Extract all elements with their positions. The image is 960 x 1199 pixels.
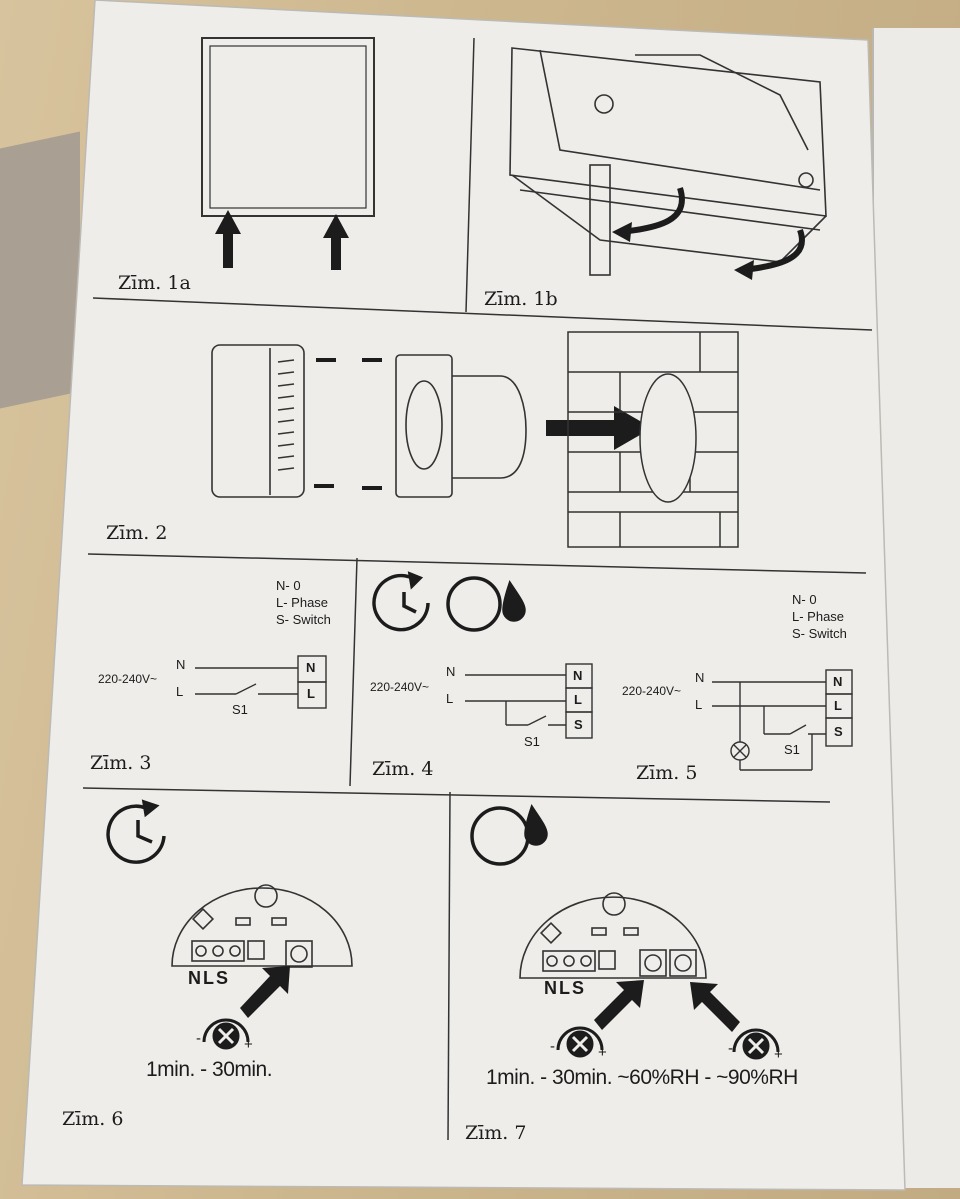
fig6-knob bbox=[202, 1018, 250, 1050]
fig1a-arrow-left bbox=[215, 210, 241, 268]
humidity-icon bbox=[446, 576, 526, 632]
fig7-arrow-right bbox=[690, 982, 740, 1032]
fig7-label: Zīm. 7 bbox=[465, 1122, 527, 1144]
fig4-switch: S1 bbox=[524, 734, 540, 749]
fig5-legend-n: N- 0 bbox=[792, 592, 817, 607]
divider-row-3 bbox=[82, 787, 831, 803]
fig7-plus-right: + bbox=[774, 1046, 783, 1063]
fig2-screws bbox=[314, 358, 382, 490]
fig1a-arrow-right bbox=[323, 214, 349, 270]
fig6-minus: - bbox=[196, 1030, 201, 1047]
fig5-legend-l: L- Phase bbox=[792, 609, 845, 624]
fig4-wire-l: L bbox=[446, 691, 454, 706]
fig5-voltage: 220-240V~ bbox=[622, 684, 682, 698]
fig2-grille bbox=[277, 359, 295, 471]
paper-sheet bbox=[21, 0, 906, 1191]
fig3-wiring bbox=[195, 655, 327, 709]
fig5-wire-n: N bbox=[695, 670, 705, 685]
fig2-cover bbox=[211, 344, 305, 498]
fig4-voltage: 220-240V~ bbox=[370, 680, 430, 694]
divider-col-3 bbox=[447, 791, 451, 1141]
divider-col-2 bbox=[349, 557, 358, 787]
fig3-label: Zīm. 3 bbox=[90, 752, 152, 774]
divider-col-1 bbox=[465, 37, 475, 313]
fig3-wire-l: L bbox=[176, 684, 184, 699]
fig1b-label: Zīm. 1b bbox=[484, 288, 558, 310]
humidity-icon-fig7 bbox=[470, 804, 548, 866]
fig4-label: Zīm. 4 bbox=[372, 758, 434, 780]
fig5-switch: S1 bbox=[784, 742, 800, 757]
fig6-label: Zīm. 6 bbox=[62, 1108, 124, 1130]
fig3-legend-l: L- Phase bbox=[276, 595, 329, 610]
fig3-switch: S1 bbox=[232, 702, 248, 717]
fig7-board bbox=[519, 892, 707, 979]
fig2-arrow bbox=[546, 406, 652, 450]
fig5-legend-s: S- Switch bbox=[792, 626, 847, 641]
fig7-plus-left: + bbox=[598, 1044, 607, 1061]
divider-row-2 bbox=[87, 553, 867, 574]
fig3-legend-n: N- 0 bbox=[276, 578, 301, 593]
clock-icon-fig6 bbox=[106, 799, 166, 864]
fig7-range: 1min. - 30min. ~60%RH - ~90%RH bbox=[486, 1066, 798, 1089]
fig3-voltage: 220-240V~ bbox=[98, 672, 158, 686]
fig6-terminals: NLS bbox=[188, 968, 230, 988]
fig7-arrow-left bbox=[594, 980, 644, 1030]
fig7-minus-right: - bbox=[728, 1040, 733, 1057]
fig2-fan-body bbox=[395, 354, 527, 498]
fig4-wire-n: N bbox=[446, 664, 456, 679]
fig1a-label: Zīm. 1a bbox=[118, 272, 191, 294]
fig4-terminal-s: S bbox=[574, 717, 583, 732]
fig3-terminal-l: L bbox=[307, 686, 315, 701]
fig6-plus: + bbox=[244, 1036, 253, 1053]
fig6-board bbox=[171, 884, 353, 968]
fig7-knob-left bbox=[556, 1026, 604, 1058]
fig5-terminal-l: L bbox=[834, 698, 842, 713]
fig5-label: Zīm. 5 bbox=[636, 762, 698, 784]
fig4-wiring bbox=[465, 663, 593, 739]
fig3-wire-n: N bbox=[176, 657, 186, 672]
fig2-label: Zīm. 2 bbox=[106, 522, 168, 544]
fig3-legend-s: S- Switch bbox=[276, 612, 331, 627]
divider-row-1 bbox=[92, 297, 873, 331]
fig1b-arrow-1 bbox=[619, 187, 685, 235]
fig7-terminals: NLS bbox=[544, 978, 586, 998]
clock-icon bbox=[372, 571, 430, 632]
fig3-terminal-n: N bbox=[306, 660, 316, 675]
fig5-terminal-n: N bbox=[833, 674, 843, 689]
fig2-wall bbox=[567, 331, 739, 548]
fig7-minus-left: - bbox=[550, 1038, 555, 1055]
fig7-knob-right bbox=[732, 1028, 780, 1060]
fig5-wire-l: L bbox=[695, 697, 703, 712]
fig4-terminal-n: N bbox=[573, 668, 583, 683]
fig6-arrow bbox=[240, 966, 290, 1018]
fig1a-panel bbox=[201, 37, 375, 217]
fig5-terminal-s: S bbox=[834, 724, 843, 739]
fig5-wiring bbox=[712, 669, 853, 771]
fig4-terminal-l: L bbox=[574, 692, 582, 707]
fig6-range: 1min. - 30min. bbox=[146, 1058, 273, 1081]
